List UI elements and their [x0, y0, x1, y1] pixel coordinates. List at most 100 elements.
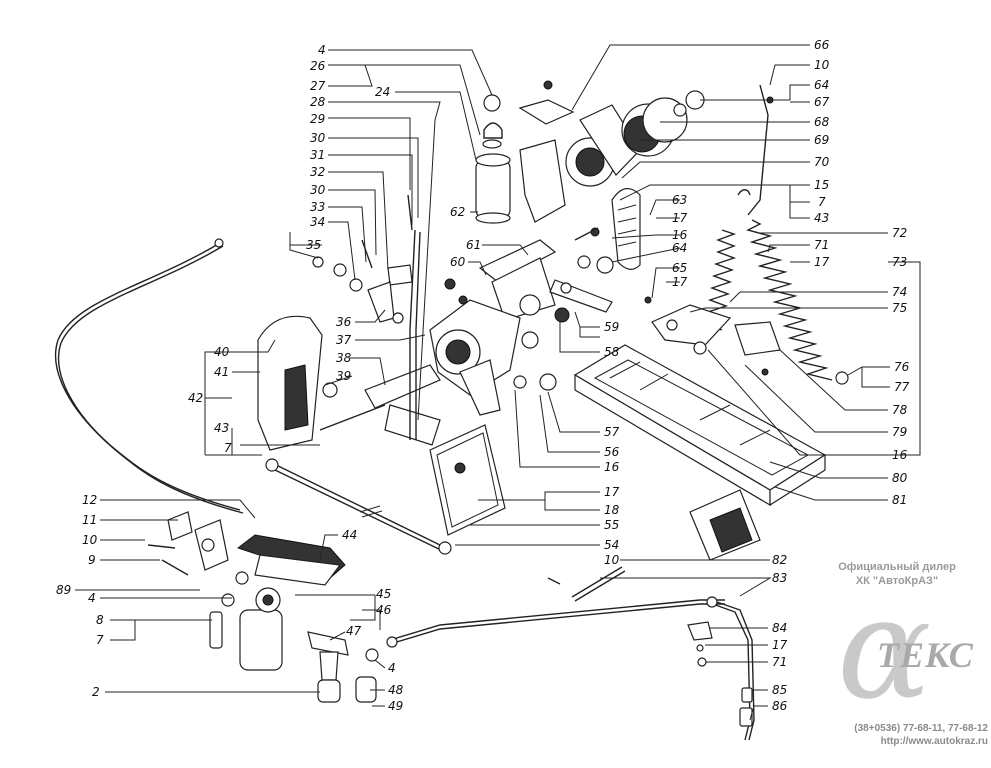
callout-56: 56 [604, 445, 620, 459]
logo-text: ТЕКС [877, 635, 974, 675]
callout-49: 49 [388, 699, 403, 713]
callout-46: 46 [376, 603, 392, 617]
callout-40: 40 [214, 345, 230, 359]
callout-39: 39 [336, 369, 351, 383]
callout-10: 10 [814, 58, 830, 72]
callout-33: 33 [310, 200, 325, 214]
callout-83: 83 [772, 571, 787, 585]
left-bracket-plate [257, 315, 338, 451]
callout-61: 61 [466, 238, 481, 252]
callout-32: 32 [310, 165, 325, 179]
dealer-url[interactable]: http://www.autokraz.ru [880, 736, 988, 747]
callout-30: 30 [310, 131, 326, 145]
callout-15: 15 [814, 178, 829, 192]
callout-35: 35 [306, 238, 321, 252]
callout-58: 58 [604, 345, 620, 359]
dealer-line-2: ХК "АвтоКрАЗ" [855, 575, 939, 587]
alpha-logo-icon: α [837, 568, 932, 731]
callout-63: 63 [672, 193, 687, 207]
callout-67: 67 [814, 95, 830, 109]
callout-34: 34 [310, 215, 325, 229]
callout-10b: 10 [82, 533, 98, 547]
callout-77: 77 [894, 380, 910, 394]
callout-26: 26 [310, 59, 326, 73]
callout-7c: 7 [96, 633, 104, 647]
dealer-contacts: (38+0536) 77-68-11, 77-68-12 http://www.… [818, 722, 988, 748]
lower-pedal-assembly [147, 511, 725, 703]
dealer-caption: Официальный дилер ХК "АвтоКрАЗ" [808, 560, 986, 588]
callout-9: 9 [88, 553, 96, 567]
callout-16b: 16 [892, 448, 908, 462]
callout-28: 28 [310, 95, 326, 109]
callout-62: 62 [450, 205, 465, 219]
callout-81: 81 [892, 493, 907, 507]
upper-bracket [518, 80, 705, 270]
callout-64: 64 [814, 78, 829, 92]
dealer-phones: (38+0536) 77-68-11, 77-68-12 [854, 723, 988, 734]
callout-75: 75 [892, 301, 907, 315]
callout-47: 47 [346, 624, 362, 638]
callout-27: 27 [310, 79, 326, 93]
callout-36: 36 [336, 315, 352, 329]
callout-72: 72 [892, 226, 907, 240]
callout-16: 16 [672, 228, 688, 242]
callout-78: 78 [892, 403, 908, 417]
callout-68: 68 [814, 115, 830, 129]
callout-79: 79 [892, 425, 907, 439]
callout-86: 86 [772, 699, 788, 713]
callout-69: 69 [814, 133, 829, 147]
callout-44: 44 [342, 528, 357, 542]
valve-housing [429, 299, 557, 416]
callout-73: 73 [892, 255, 907, 269]
callout-7b: 7 [818, 195, 826, 209]
callout-17e: 17 [772, 638, 788, 652]
callout-10c: 10 [604, 553, 620, 567]
callout-17: 17 [672, 211, 688, 225]
callout-2: 2 [92, 685, 100, 699]
callout-31: 31 [310, 148, 325, 162]
callout-71b: 71 [772, 655, 787, 669]
lower-right-parts [547, 566, 755, 741]
callout-7: 7 [224, 441, 232, 455]
callout-12: 12 [82, 493, 97, 507]
throttle-rod-left [54, 238, 244, 514]
callout-numbers: 4 26 27 28 24 29 30 31 32 30 33 34 35 36… [56, 38, 910, 713]
callout-37: 37 [336, 333, 352, 347]
cover-plate [429, 424, 506, 536]
callout-4c: 4 [388, 661, 396, 675]
callout-8: 8 [96, 613, 104, 627]
callout-76: 76 [894, 360, 910, 374]
callout-55: 55 [604, 518, 619, 532]
callout-57: 57 [604, 425, 620, 439]
callout-85: 85 [772, 683, 787, 697]
callout-30b: 30 [310, 183, 326, 197]
callout-11: 11 [82, 513, 97, 527]
callout-70: 70 [814, 155, 830, 169]
dealer-line-1: Официальный дилер [838, 561, 956, 573]
callout-17b: 17 [672, 275, 688, 289]
callout-60: 60 [450, 255, 466, 269]
callout-74: 74 [892, 285, 907, 299]
callout-59: 59 [604, 320, 619, 334]
callout-17d: 17 [604, 485, 620, 499]
callout-43: 43 [214, 421, 229, 435]
callout-84: 84 [772, 621, 787, 635]
part-drawings [54, 80, 849, 741]
callout-42: 42 [188, 391, 203, 405]
callout-4b: 4 [88, 591, 96, 605]
callout-48: 48 [388, 683, 404, 697]
callout-65: 65 [672, 261, 687, 275]
callout-64b: 64 [672, 241, 687, 255]
callout-38: 38 [336, 351, 352, 365]
callout-41: 41 [214, 365, 229, 379]
lever-assembly [478, 227, 652, 323]
callout-24: 24 [375, 85, 390, 99]
leader-lines [75, 44, 921, 721]
callout-4: 4 [318, 43, 326, 57]
shaft-assembly [265, 364, 452, 555]
pedal-platform [573, 344, 827, 561]
callout-71: 71 [814, 238, 829, 252]
callout-82: 82 [772, 553, 787, 567]
small-parts-left [312, 194, 468, 440]
callout-16c: 16 [604, 460, 620, 474]
